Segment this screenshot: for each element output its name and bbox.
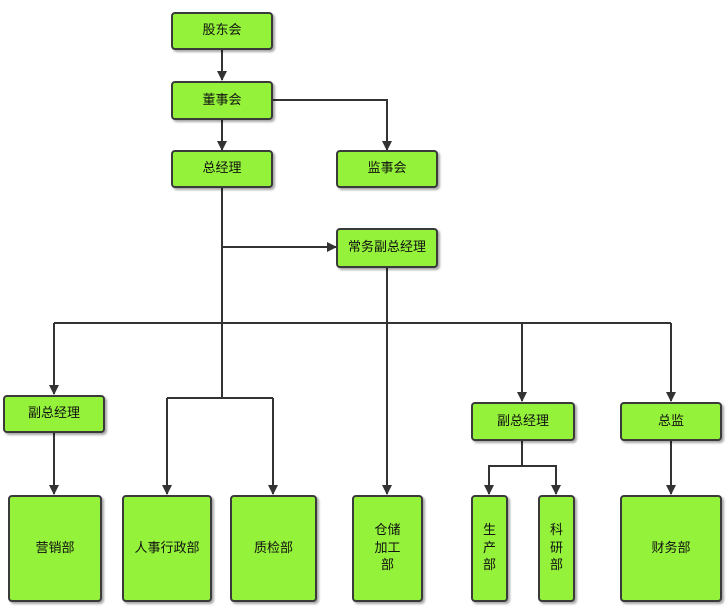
node-label: 科研部 [549, 523, 563, 574]
node-hr-admin: 人事行政部 [122, 495, 212, 602]
node-label: 财务部 [651, 540, 691, 556]
node-label: 生产部 [482, 523, 496, 574]
node-vp-left: 副总经理 [3, 395, 105, 433]
node-warehouse: 仓储加工部 [352, 495, 423, 602]
node-quality: 质检部 [230, 495, 317, 602]
node-label: 总监 [657, 413, 684, 429]
node-shareholders: 股东会 [171, 12, 273, 50]
node-label: 人事行政部 [134, 540, 200, 556]
node-label: 质检部 [253, 540, 293, 556]
node-general-manager: 总经理 [171, 150, 273, 188]
node-label: 股东会 [202, 23, 242, 39]
node-director: 总监 [620, 402, 722, 441]
node-finance: 财务部 [620, 495, 722, 602]
node-research: 科研部 [538, 495, 575, 602]
node-label: 董事会 [202, 92, 242, 108]
connector-vp-right-branch [484, 441, 523, 495]
node-label: 营销部 [35, 540, 75, 556]
node-supervisory-board: 监事会 [336, 150, 438, 188]
node-executive-vp: 常务副总经理 [336, 228, 438, 268]
node-label: 总经理 [202, 161, 242, 177]
node-label: 副总经理 [27, 406, 80, 422]
node-label: 监事会 [367, 161, 407, 177]
node-production: 生产部 [471, 495, 508, 602]
node-board: 董事会 [171, 81, 273, 120]
node-marketing: 营销部 [8, 495, 102, 602]
node-label: 仓储加工部 [374, 523, 401, 574]
connector-board-supervisory [273, 99, 392, 151]
node-label: 常务副总经理 [347, 240, 426, 256]
node-vp-right: 副总经理 [471, 402, 575, 441]
connector-vp-right-research [522, 465, 561, 495]
node-label: 副总经理 [496, 413, 549, 429]
